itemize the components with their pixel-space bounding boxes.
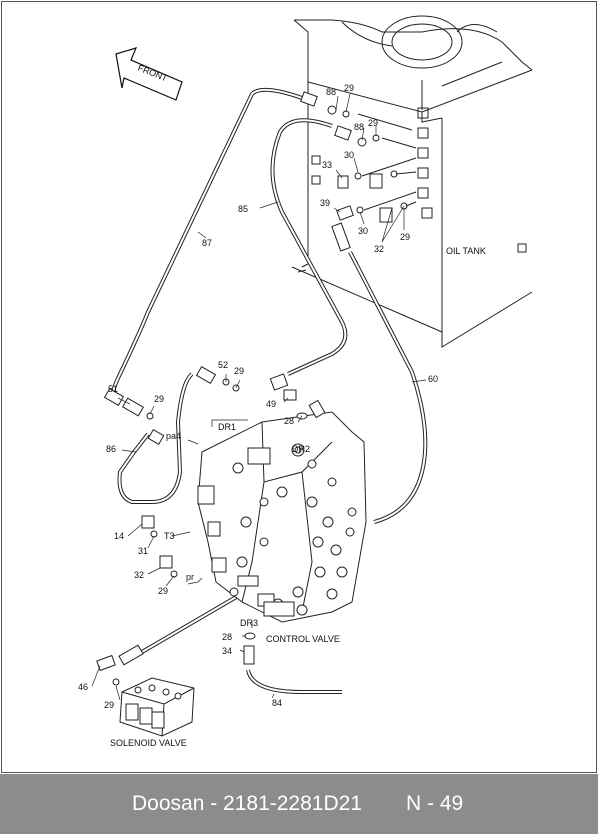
- callout-32: 32: [374, 244, 384, 254]
- callout-29: 29: [400, 232, 410, 242]
- callout-49: 49: [266, 399, 276, 409]
- oil-tank: [291, 15, 533, 348]
- port-label-pa4: pa4: [166, 431, 181, 441]
- callout-30: 30: [344, 150, 354, 160]
- callout-87: 87: [202, 238, 212, 248]
- callout-88: 88: [354, 122, 364, 132]
- callout-88: 88: [326, 87, 336, 97]
- labels: OIL TANK CONTROL VALVE SOLENOID VALVE pa…: [110, 246, 486, 748]
- callout-29: 29: [368, 118, 378, 128]
- footer-bar: Doosan - 2181-2281D21 N - 49: [0, 774, 598, 834]
- port-label-dr2: DR2: [292, 444, 310, 454]
- footer-page-number: N - 49: [406, 792, 464, 815]
- oil-tank-label: OIL TANK: [446, 246, 486, 256]
- control-valve: [197, 411, 367, 623]
- port-label-dr3: DR3: [240, 618, 258, 628]
- hydraulic-diagram-svg: FRONT: [78, 15, 533, 748]
- tank-fittings: [300, 91, 417, 252]
- callout-51: 51: [108, 384, 118, 394]
- callout-30: 30: [358, 226, 368, 236]
- port-label-pr: pr: [186, 572, 194, 582]
- callout-34: 34: [222, 646, 232, 656]
- callout-52: 52: [218, 360, 228, 370]
- callout-86: 86: [106, 444, 116, 454]
- callout-29: 29: [344, 83, 354, 93]
- callout-29: 29: [104, 700, 114, 710]
- solenoid-valve-label: SOLENOID VALVE: [110, 738, 187, 748]
- hoses: [110, 87, 428, 694]
- callout-31: 31: [138, 546, 148, 556]
- callout-60: 60: [428, 374, 438, 384]
- port-label-t3: T3: [164, 531, 175, 541]
- callout-85: 85: [238, 204, 248, 214]
- callout-28: 28: [222, 632, 232, 642]
- control-valve-label: CONTROL VALVE: [266, 634, 340, 644]
- leader-lines: [91, 93, 427, 701]
- callout-numbers: 88 29 88 29 30 33 39 30 32 29 85 87 52 2…: [78, 83, 438, 710]
- callout-84: 84: [272, 698, 282, 708]
- callout-14: 14: [114, 531, 124, 541]
- parts-diagram: FRONT: [1, 1, 597, 773]
- front-arrow: FRONT: [115, 47, 183, 101]
- port-label-dr1: DR1: [218, 422, 236, 432]
- callout-32: 32: [134, 570, 144, 580]
- callout-29: 29: [158, 586, 168, 596]
- callout-29: 29: [234, 366, 244, 376]
- callout-39: 39: [320, 198, 330, 208]
- valve-fittings: [96, 365, 326, 686]
- callout-46: 46: [78, 682, 88, 692]
- footer-title: Doosan - 2181-2281D21: [132, 792, 362, 815]
- callout-29: 29: [154, 394, 164, 404]
- callout-28: 28: [284, 416, 294, 426]
- callout-33: 33: [322, 160, 332, 170]
- solenoid-valve: [119, 677, 195, 737]
